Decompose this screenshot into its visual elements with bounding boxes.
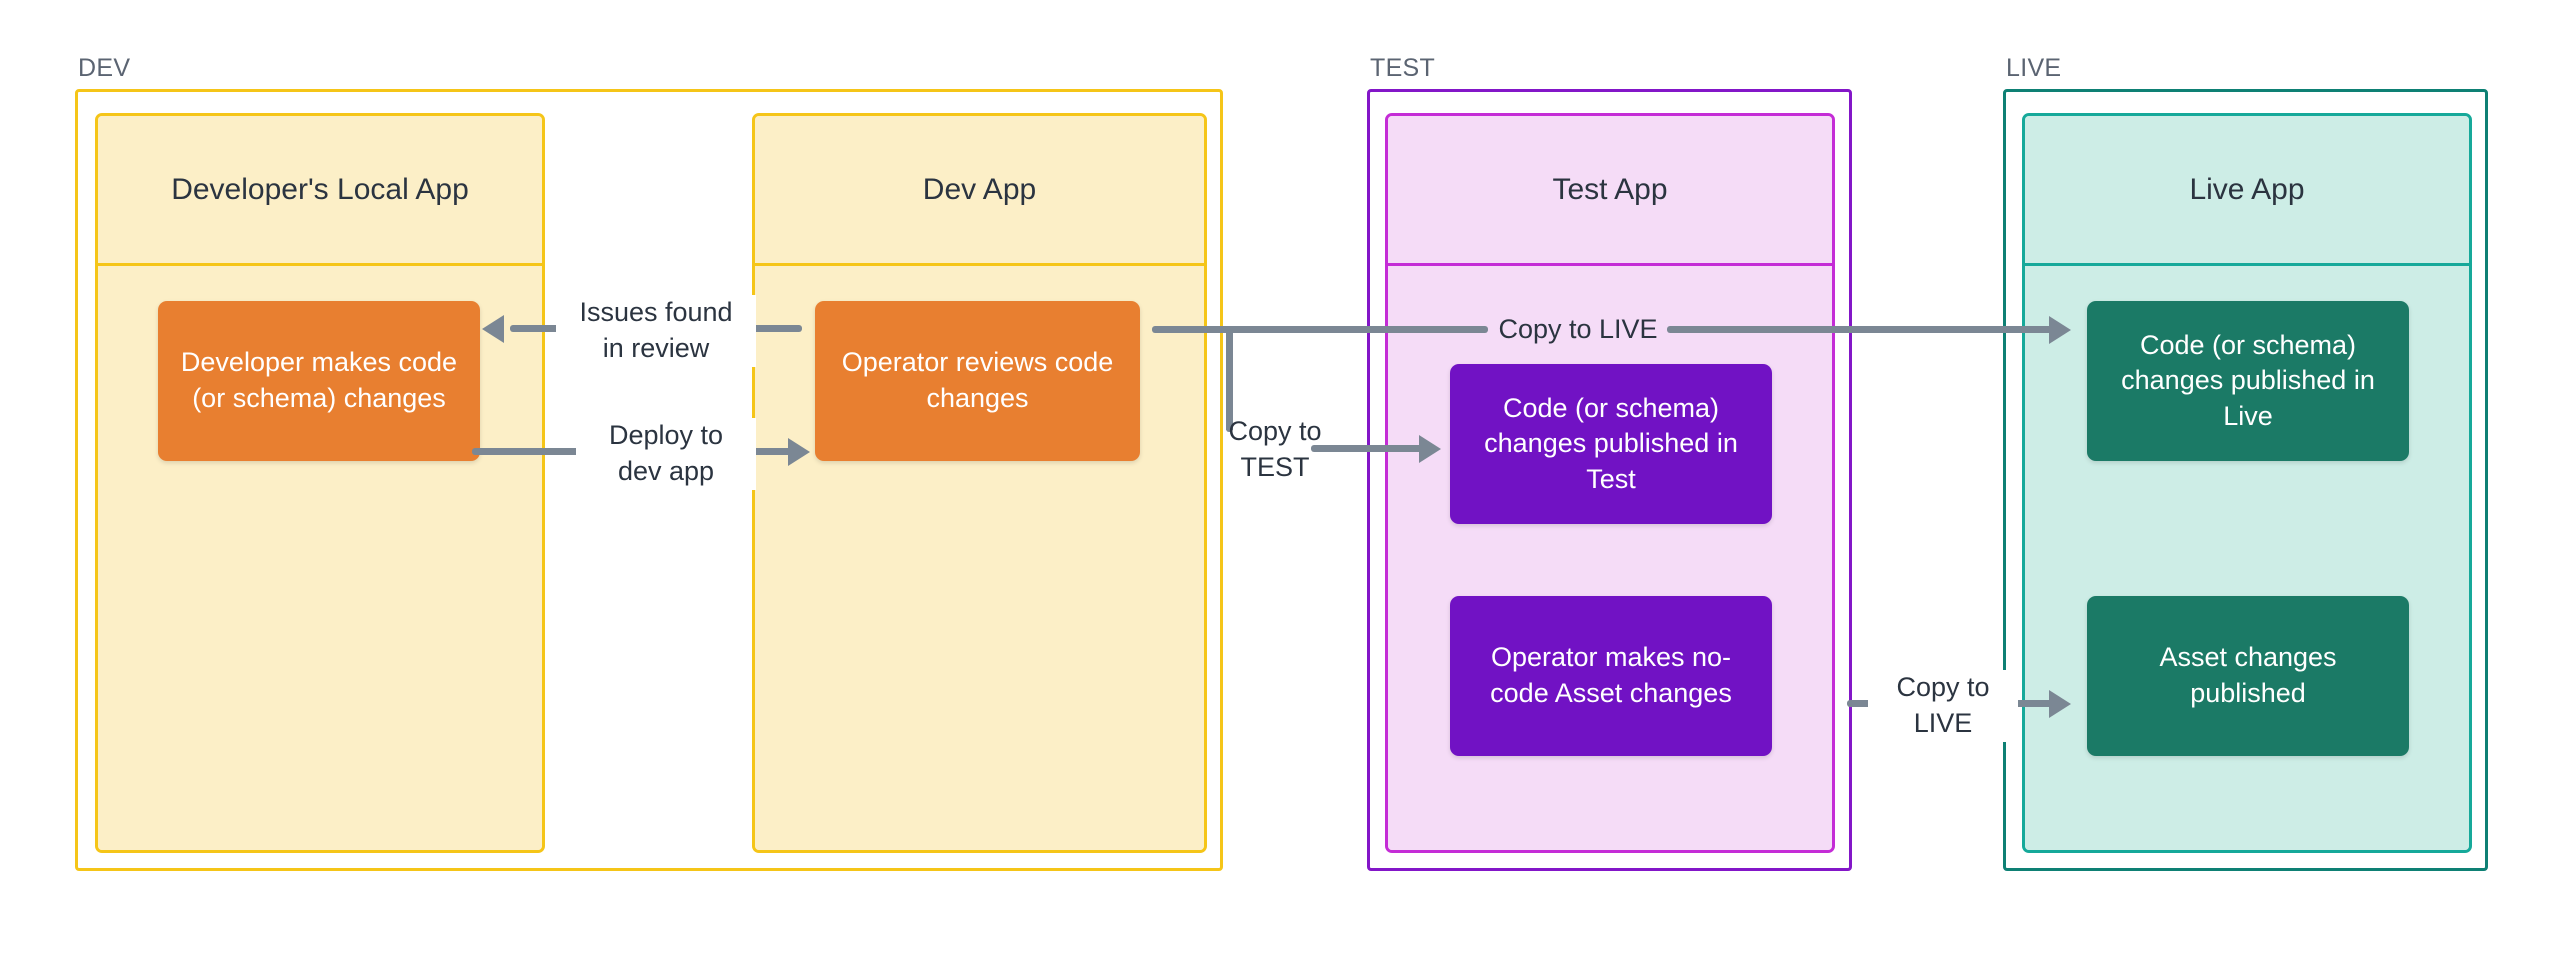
node-test-asset-changes[interactable]: Operator makes no-code Asset changes xyxy=(1450,596,1772,756)
app-card-header-dev-app: Dev App xyxy=(755,116,1204,266)
environment-label-dev: DEV xyxy=(78,54,131,82)
app-title-developers-local-app: Developer's Local App xyxy=(171,172,469,206)
node-operator-reviews-code-changes[interactable]: Operator reviews code changes xyxy=(815,301,1140,461)
node-live-code-published[interactable]: Code (or schema) changes published in Li… xyxy=(2087,301,2409,461)
connector-copy-test-vertical xyxy=(1226,330,1233,432)
connector-copy-live-asset-line-right xyxy=(1975,700,2061,707)
connector-copy-test-line xyxy=(1311,445,1423,452)
node-label-developer-makes-changes: Developer makes code (or schema) changes xyxy=(180,347,458,413)
connector-label-deploy-dev: Deploy to dev app xyxy=(576,418,756,490)
connector-copy-live-code-line-right xyxy=(1667,326,2061,333)
connector-issues-found-arrowhead xyxy=(482,315,504,343)
connector-deploy-dev-arrowhead xyxy=(788,438,810,466)
connector-copy-live-asset-arrowhead xyxy=(2049,690,2071,718)
app-card-body-live-app: Code (or schema) changes published in Li… xyxy=(2025,266,2469,850)
node-label-live-asset-published: Asset changes published xyxy=(2159,642,2337,708)
environment-group-test xyxy=(1367,89,1852,871)
connector-label-copy-live-asset: Copy to LIVE xyxy=(1868,670,2018,742)
app-title-test-app: Test App xyxy=(1552,172,1668,206)
environment-group-dev xyxy=(75,89,1223,871)
node-developer-makes-changes[interactable]: Developer makes code (or schema) changes xyxy=(158,301,480,461)
node-label-test-code-published: Code (or schema) changes published in Te… xyxy=(1484,392,1738,494)
app-card-test-app: Test App Code (or schema) changes publis… xyxy=(1385,113,1835,853)
environment-label-test: TEST xyxy=(1370,54,1436,82)
app-card-live-app: Live App Code (or schema) changes publis… xyxy=(2022,113,2472,853)
connector-copy-test-arrowhead xyxy=(1419,435,1441,463)
node-test-code-published[interactable]: Code (or schema) changes published in Te… xyxy=(1450,364,1772,524)
connector-copy-live-code-line-left xyxy=(1152,326,1488,333)
connector-label-copy-live-code: Copy to LIVE xyxy=(1498,314,1658,344)
environment-group-live xyxy=(2003,89,2488,871)
node-label-test-asset-changes: Operator makes no-code Asset changes xyxy=(1490,642,1732,708)
app-card-body-test-app: Code (or schema) changes published in Te… xyxy=(1388,266,1832,850)
app-card-header-test-app: Test App xyxy=(1388,116,1832,266)
connector-label-copy-test: Copy to TEST xyxy=(1228,416,1322,482)
node-label-live-code-published: Code (or schema) changes published in Li… xyxy=(2121,329,2375,431)
app-title-live-app: Live App xyxy=(2189,172,2305,206)
app-card-body-dev-app: Operator reviews code changes xyxy=(755,266,1204,850)
connector-label-issues-found: Issues found in review xyxy=(556,295,756,367)
node-label-operator-reviews-code-changes: Operator reviews code changes xyxy=(841,347,1114,413)
environment-label-live: LIVE xyxy=(2006,54,2062,82)
connector-copy-live-code-arrowhead xyxy=(2049,316,2071,344)
app-title-dev-app: Dev App xyxy=(922,172,1037,206)
app-card-header-live-app: Live App xyxy=(2025,116,2469,266)
app-card-dev-app: Dev App Operator reviews code changes xyxy=(752,113,1207,853)
node-live-asset-published[interactable]: Asset changes published xyxy=(2087,596,2409,756)
app-card-body-developers-local-app: Developer makes code (or schema) changes xyxy=(98,266,542,850)
app-card-header-developers-local-app: Developer's Local App xyxy=(98,116,542,266)
app-card-developers-local-app: Developer's Local App Developer makes co… xyxy=(95,113,545,853)
